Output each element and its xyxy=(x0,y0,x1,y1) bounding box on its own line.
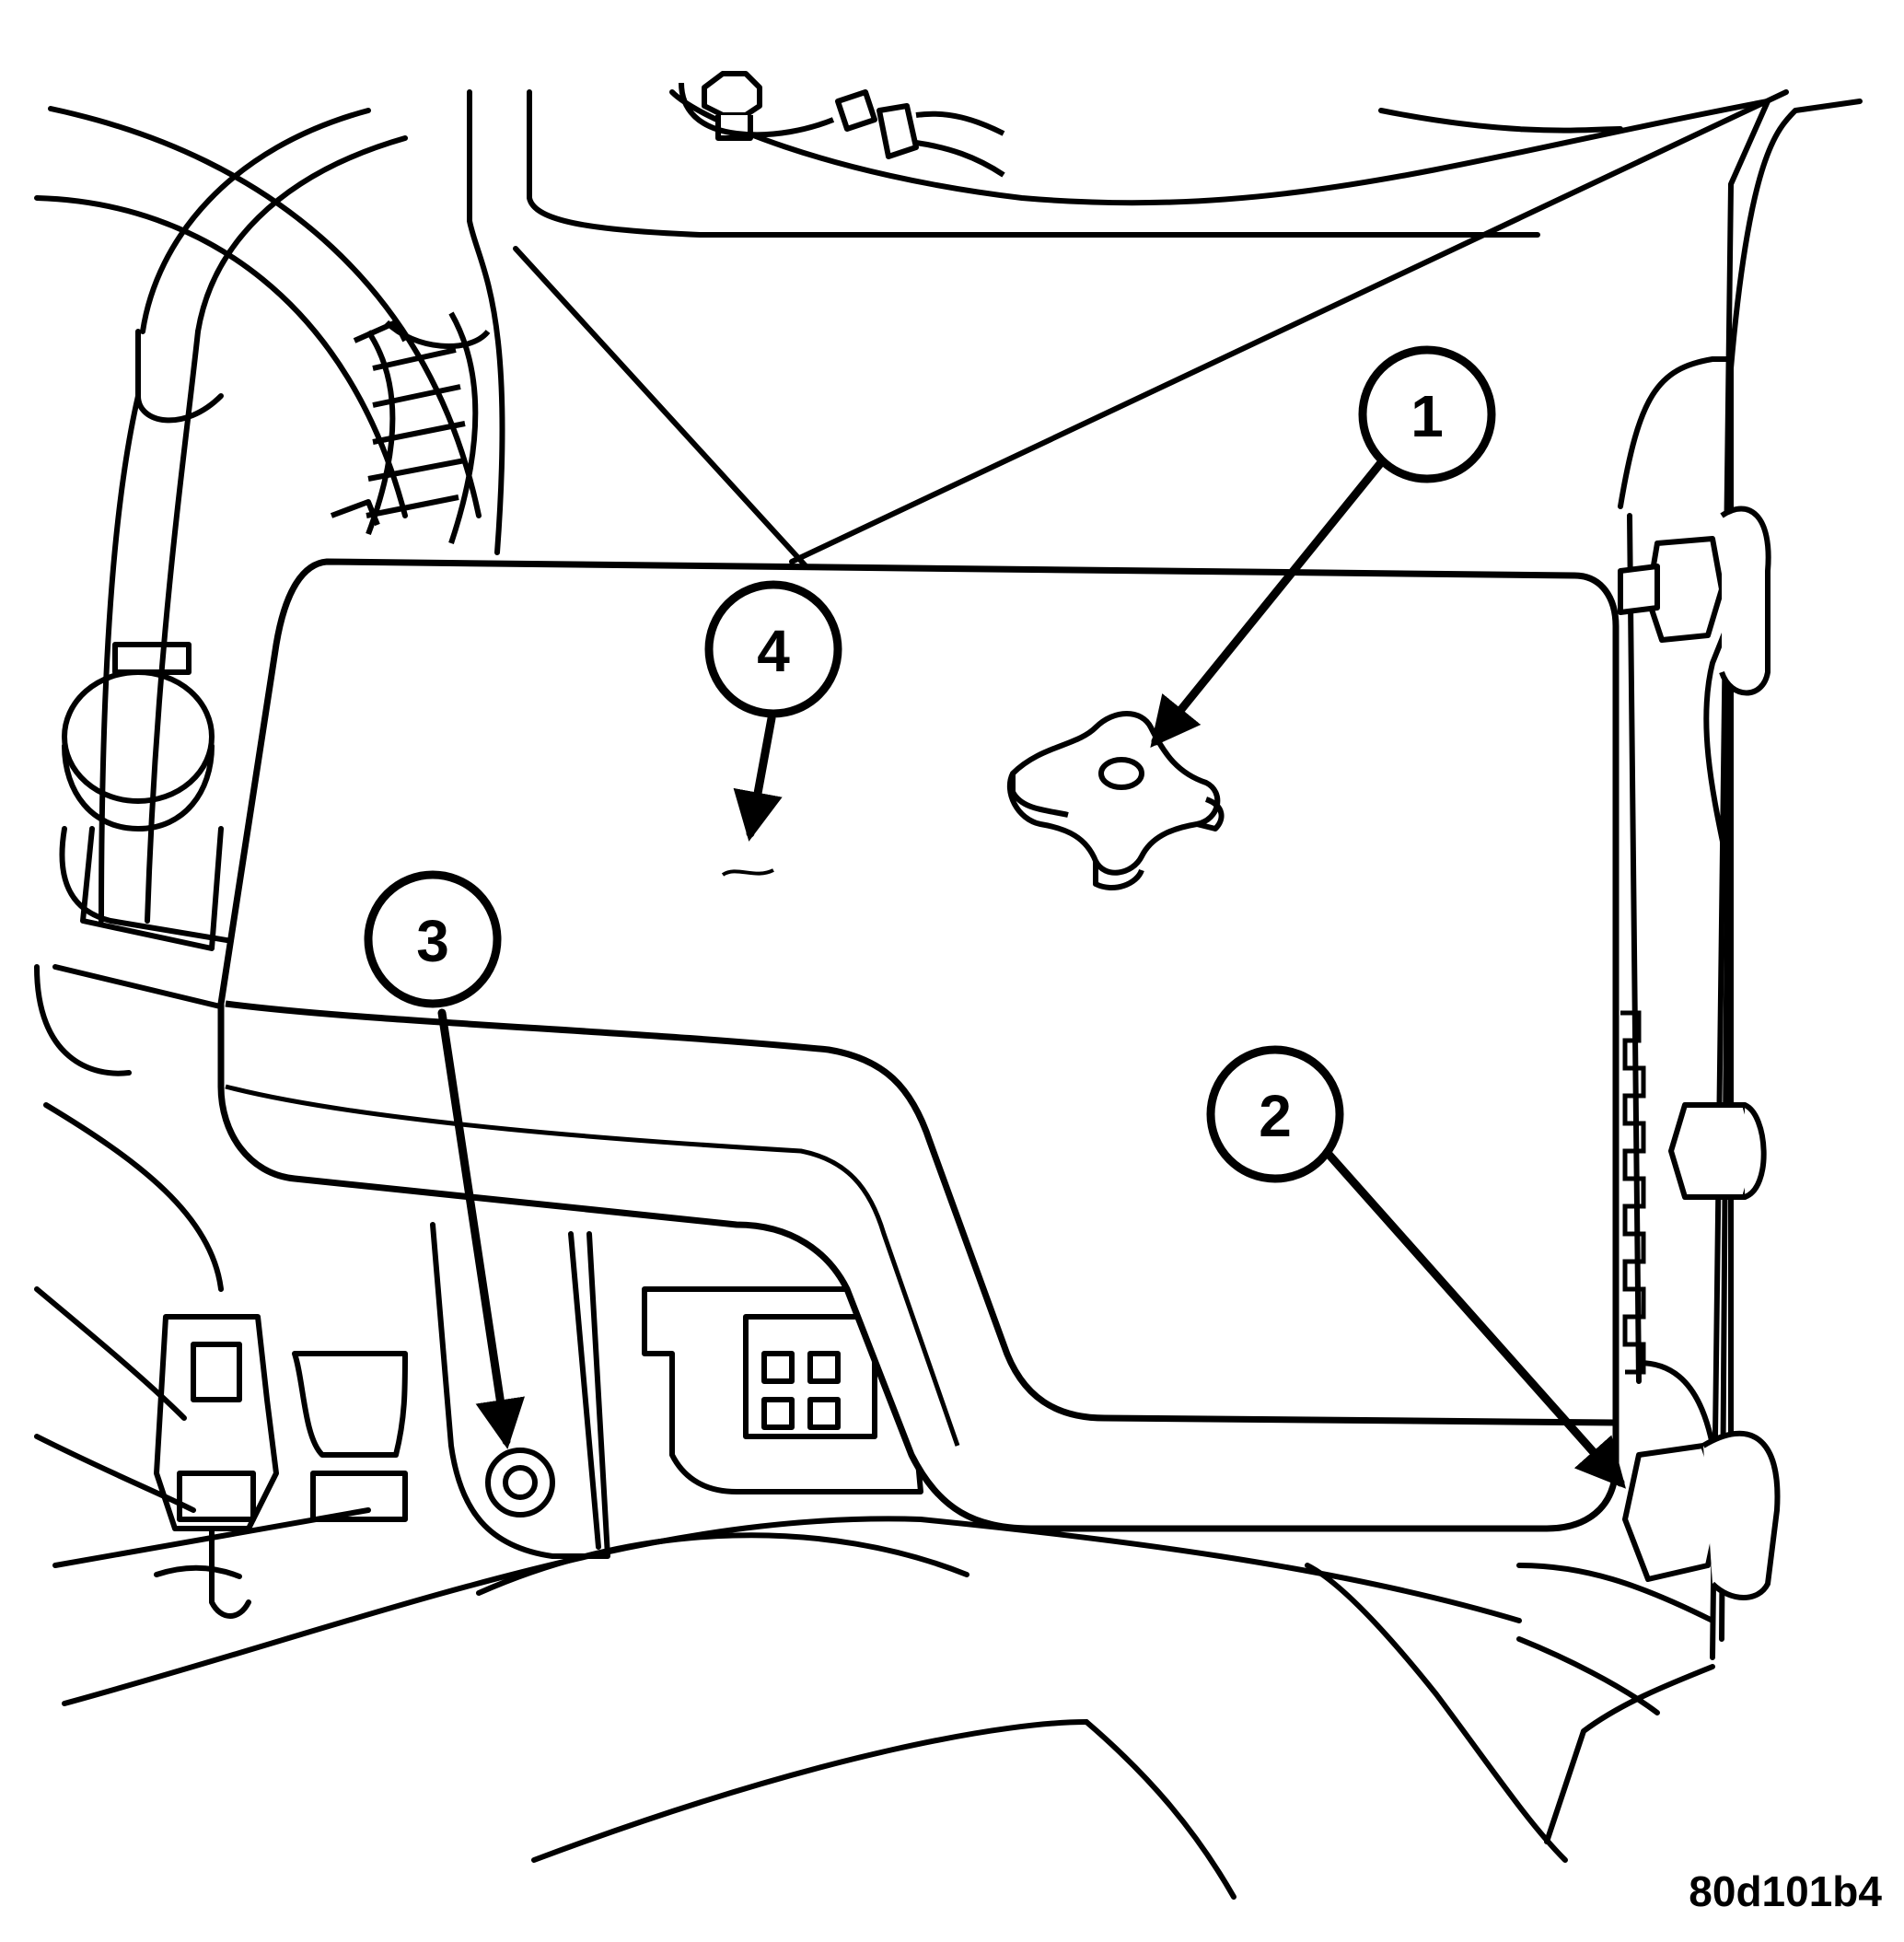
arrow-4-tail xyxy=(721,868,774,877)
leader-arrows xyxy=(437,447,1626,1489)
arrow-4 xyxy=(733,714,783,842)
svg-text:2: 2 xyxy=(1259,1083,1292,1149)
arrow-1 xyxy=(1150,447,1395,748)
figure-id-label: 80d101b4 xyxy=(1689,1867,1882,1915)
callout-2: 2 xyxy=(1206,1045,1344,1183)
top-nut-and-hose xyxy=(679,71,1005,178)
callout-1: 1 xyxy=(1358,345,1496,483)
arrow-3 xyxy=(437,1008,526,1449)
callout-3: 3 xyxy=(364,870,502,1008)
svg-text:1: 1 xyxy=(1411,383,1444,449)
thumb-knob xyxy=(1006,711,1225,890)
arrow-2 xyxy=(1321,1146,1626,1489)
svg-text:3: 3 xyxy=(416,908,449,974)
bracket-serration xyxy=(1620,1010,1646,1375)
module-cover xyxy=(217,558,1620,1532)
wire-harness xyxy=(330,311,491,544)
mounting-bolts xyxy=(1618,506,1781,1600)
callout-4: 4 xyxy=(704,580,842,718)
svg-text:4: 4 xyxy=(757,618,790,684)
